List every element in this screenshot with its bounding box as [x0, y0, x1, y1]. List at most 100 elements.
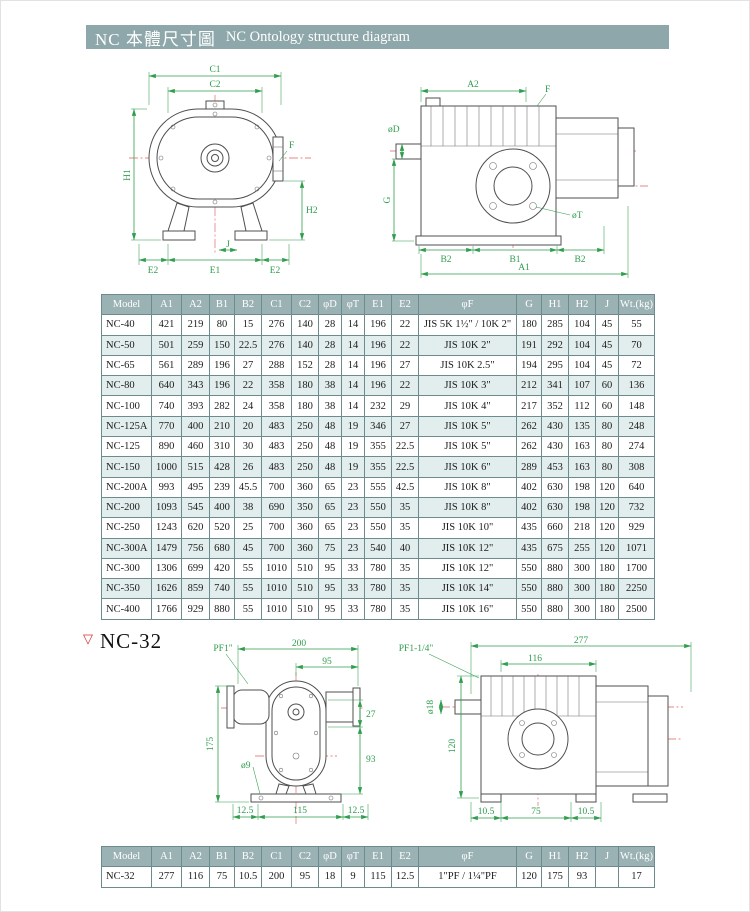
value-cell: 14 — [341, 375, 365, 397]
value-cell: 219 — [181, 314, 210, 336]
value-cell: 25 — [234, 517, 262, 539]
column-header: H2 — [568, 293, 596, 316]
column-header: A2 — [181, 293, 210, 316]
value-cell: 400 — [181, 415, 210, 438]
value-cell: JIS 10K 4" — [418, 395, 517, 417]
value-cell: 295 — [541, 354, 569, 377]
value-cell: 483 — [261, 456, 292, 478]
dim-label-phi-t: øT — [572, 211, 583, 221]
column-header: H1 — [541, 845, 569, 868]
dim-label-116: 116 — [528, 654, 542, 664]
value-cell: 700 — [261, 537, 292, 559]
value-cell: 35 — [391, 557, 419, 580]
dim-label-e2-right: E2 — [270, 266, 281, 276]
value-cell: 22.5 — [391, 436, 419, 458]
value-cell: 1306 — [151, 557, 182, 580]
value-cell: 1700 — [618, 557, 655, 580]
discharge-flange — [475, 148, 551, 224]
dim-label-b1: B1 — [509, 255, 520, 265]
value-cell: 198 — [568, 476, 596, 498]
dim-label-175: 175 — [206, 737, 216, 752]
column-header: φD — [318, 293, 342, 316]
value-cell: 630 — [541, 496, 569, 519]
discharge-flange — [507, 708, 569, 770]
column-header: G — [516, 293, 542, 316]
nc32-side-view-drawing: PF1-1/4" 277 116 ø18 120 10.5 75 10.5 — [399, 636, 692, 822]
value-cell: 9 — [341, 866, 365, 888]
value-cell: 255 — [568, 537, 596, 559]
dim-label-phi18: ø18 — [426, 700, 436, 715]
dim-label-a2: A2 — [467, 80, 479, 90]
model-cell: NC-350 — [101, 578, 152, 600]
model-cell: NC-200 — [101, 496, 152, 519]
value-cell: 35 — [391, 517, 419, 539]
value-cell: 104 — [568, 314, 596, 336]
dim-label-c1: C1 — [209, 65, 220, 75]
value-cell: 28 — [318, 334, 342, 356]
cooling-ribs — [421, 106, 556, 147]
value-cell: 1010 — [261, 578, 292, 600]
value-cell: 550 — [364, 496, 392, 519]
value-cell: 289 — [516, 456, 542, 478]
bolt-holes — [273, 693, 319, 773]
value-cell: 1000 — [151, 456, 182, 478]
value-cell: 107 — [568, 375, 596, 397]
dim-label-115: 115 — [293, 806, 307, 816]
dim-label-93: 93 — [366, 755, 376, 765]
end-bracket — [647, 695, 669, 787]
value-cell: 12.5 — [391, 866, 419, 888]
dim-label-f: F — [289, 141, 294, 151]
value-cell: 550 — [516, 578, 542, 600]
value-cell: 80 — [209, 314, 235, 336]
value-cell: 770 — [151, 415, 182, 438]
value-cell: 1243 — [151, 517, 182, 539]
model-cell: NC-80 — [101, 375, 152, 397]
column-header: C1 — [261, 845, 292, 868]
value-cell: 191 — [516, 334, 542, 356]
value-cell: 520 — [209, 517, 235, 539]
value-cell: 355 — [364, 436, 392, 458]
value-cell: 24 — [234, 395, 262, 417]
column-header: E2 — [391, 293, 419, 316]
column-header: G — [516, 845, 542, 868]
value-cell: 640 — [618, 476, 655, 498]
value-cell: JIS 10K 16" — [418, 598, 517, 620]
value-cell: 680 — [209, 537, 235, 559]
dim-label-a1: A1 — [518, 263, 530, 273]
value-cell: 19 — [341, 436, 365, 458]
lifting-lug — [205, 100, 225, 110]
value-cell: 116 — [181, 866, 210, 888]
pump-body-front — [226, 680, 361, 803]
column-header: C2 — [291, 845, 319, 868]
value-cell: 200 — [261, 866, 292, 888]
value-cell: 700 — [261, 517, 292, 539]
value-cell: JIS 10K 3" — [418, 375, 517, 397]
value-cell: 277 — [151, 866, 182, 888]
value-cell: 300 — [568, 557, 596, 580]
value-cell: 276 — [261, 314, 292, 336]
value-cell: JIS 10K 8" — [418, 476, 517, 498]
value-cell: 690 — [261, 496, 292, 519]
value-cell: 248 — [618, 415, 655, 438]
model-cell: NC-300 — [101, 557, 152, 580]
value-cell: 435 — [516, 517, 542, 539]
side-flange — [272, 136, 284, 182]
value-cell: 65 — [318, 496, 342, 519]
column-header: C2 — [291, 293, 319, 316]
nc32-section-title: NC-32 — [100, 629, 163, 653]
value-cell: 700 — [261, 476, 292, 498]
model-cell: NC-125 — [101, 436, 152, 458]
value-cell: 55 — [234, 578, 262, 600]
value-cell: 14 — [341, 395, 365, 417]
dim-label-120: 120 — [448, 739, 458, 754]
dim-label-g: G — [383, 196, 393, 203]
value-cell: 1766 — [151, 598, 182, 620]
value-cell: 262 — [516, 415, 542, 438]
value-cell — [595, 866, 619, 888]
value-cell: 501 — [151, 334, 182, 356]
